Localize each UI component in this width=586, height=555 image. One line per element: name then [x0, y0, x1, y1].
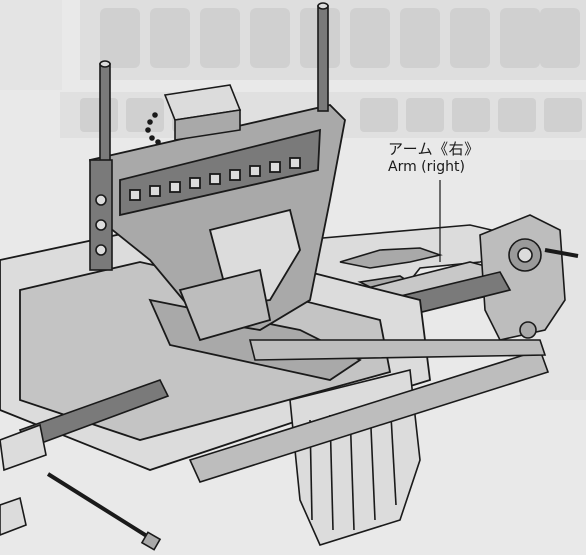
- top-block-part: [145, 84, 242, 145]
- bumper-bar-part: [188, 339, 550, 483]
- body-posts-part: [99, 2, 329, 175]
- callout-label-jp: アーム《右》: [388, 140, 480, 158]
- arm-right-callout: アーム《右》 Arm (right): [388, 140, 480, 176]
- left-post-part: [89, 159, 113, 271]
- callout-label-en: Arm (right): [388, 159, 465, 175]
- knuckle-hub-part: [479, 214, 579, 341]
- screw-pin-part: [46, 472, 162, 551]
- shock-tower-part: [88, 104, 346, 342]
- left-links-part: [0, 379, 170, 536]
- background-banner: [80, 0, 586, 132]
